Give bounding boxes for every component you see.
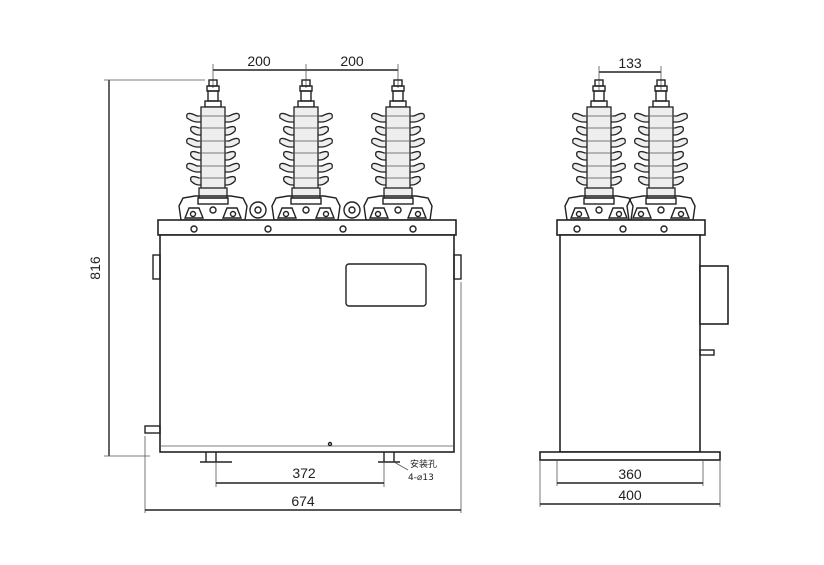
side-bushing-left — [572, 79, 626, 205]
front-view: 200 200 — [87, 53, 462, 513]
dim-mount-spacing: 372 — [292, 465, 316, 481]
bushing-b — [279, 79, 333, 205]
mount-hole-label-spec: 4-⌀13 — [408, 473, 434, 483]
lifting-lug-right — [343, 201, 361, 219]
handle-right — [453, 254, 462, 280]
mount-hole-label-cn: 安装孔 — [410, 458, 437, 470]
dim-total-width: 674 — [291, 493, 315, 509]
flange-c — [363, 195, 433, 221]
side-bushing-right — [634, 79, 688, 205]
dim-base-outer: 400 — [618, 487, 642, 503]
tank-lid — [157, 219, 457, 236]
dim-height: 816 — [87, 256, 103, 280]
dim-bushing-spacing: 133 — [618, 55, 642, 71]
handle-left — [152, 254, 161, 280]
side-view: 133 360 400 — [539, 55, 729, 507]
flange-a — [178, 195, 248, 221]
ground-terminal — [144, 425, 161, 434]
bushing-c — [371, 79, 425, 205]
dim-base-inner: 360 — [618, 466, 642, 482]
lifting-lug-left — [249, 201, 267, 219]
tank-body — [159, 234, 455, 453]
nameplate — [345, 263, 427, 307]
dim-spacing-right: 200 — [340, 53, 364, 69]
side-flange-left — [564, 195, 634, 221]
side-tank-body — [559, 234, 701, 453]
dim-spacing-left: 200 — [247, 53, 271, 69]
terminal-box — [699, 265, 729, 325]
flange-b — [271, 195, 341, 221]
bushing-a — [186, 79, 240, 205]
side-flange-right — [626, 195, 696, 221]
base-plate — [539, 451, 721, 461]
